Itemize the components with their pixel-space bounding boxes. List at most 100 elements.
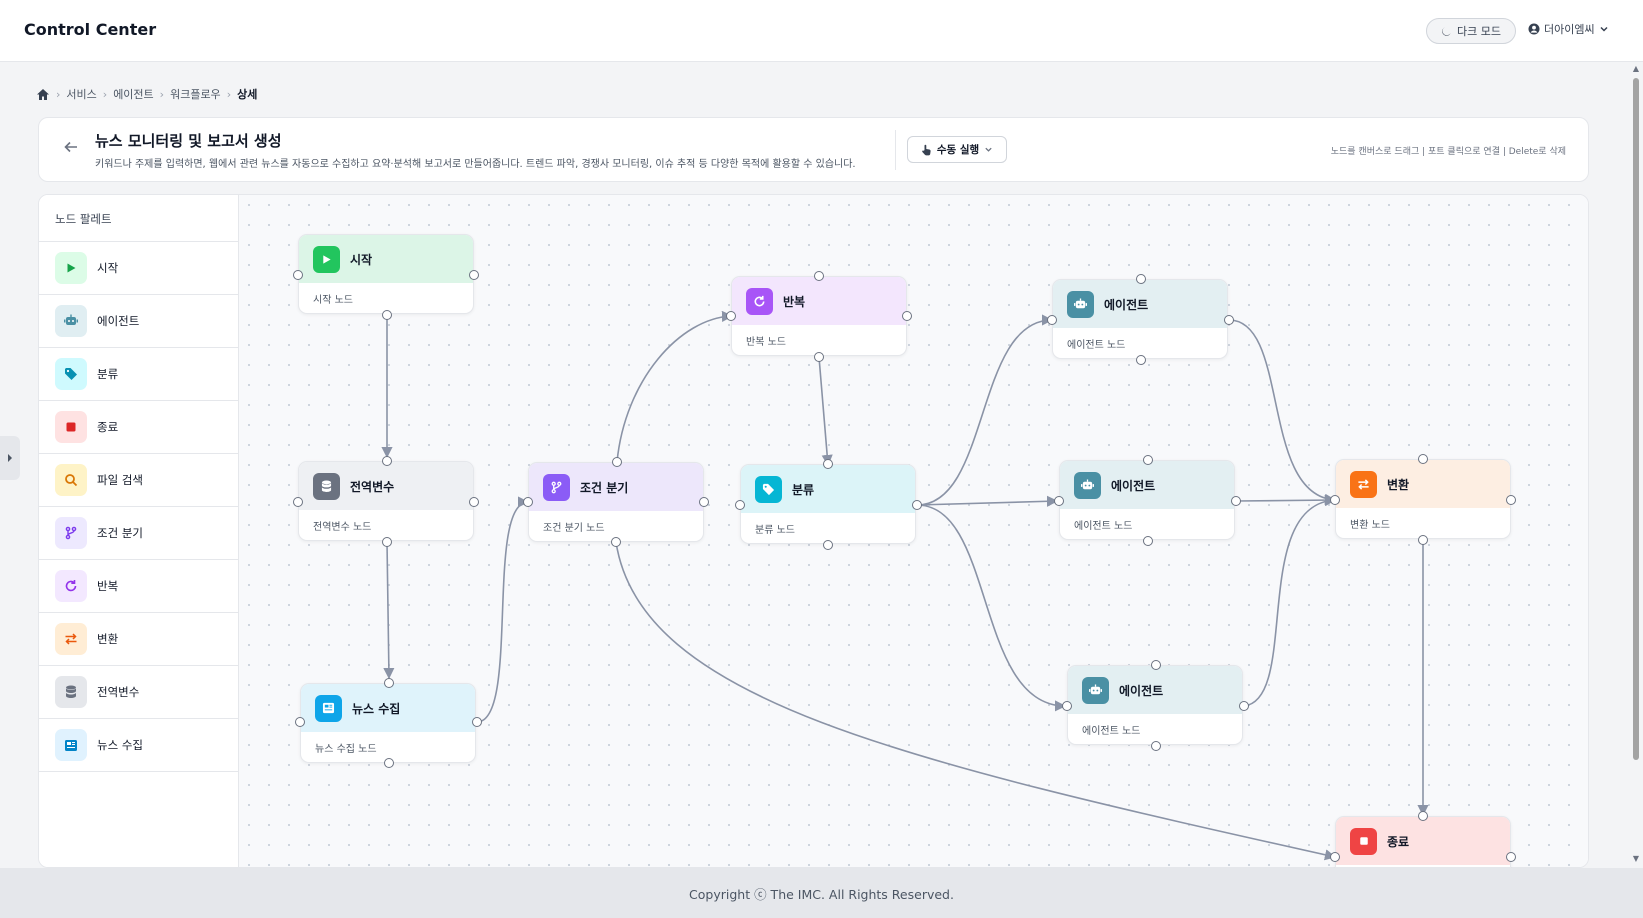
node-port[interactable] (1047, 315, 1057, 325)
node-port[interactable] (1151, 660, 1161, 670)
scroll-up-icon[interactable]: ▲ (1632, 64, 1640, 73)
node-port[interactable] (726, 311, 736, 321)
node-agent-1[interactable]: 에이전트 에이전트 노드 (1052, 279, 1228, 359)
palette-item-file-search[interactable]: 파일 검색 (39, 454, 238, 507)
node-port[interactable] (612, 457, 622, 467)
scroll-down-icon[interactable]: ▼ (1632, 854, 1640, 863)
manual-run-button[interactable]: 수동 실행 (907, 136, 1007, 163)
chevron-right-icon: › (56, 87, 61, 101)
node-title: 시작 (350, 252, 373, 267)
breadcrumb-item[interactable]: 서비스 (66, 88, 97, 101)
palette-item-transform[interactable]: 변환 (39, 613, 238, 666)
swap-icon (55, 623, 87, 655)
node-port[interactable] (611, 537, 621, 547)
node-port[interactable] (382, 456, 392, 466)
robot-icon (1067, 290, 1094, 318)
node-port[interactable] (293, 270, 303, 280)
node-agent-3[interactable]: 에이전트 에이전트 노드 (1067, 665, 1243, 745)
branch-icon (55, 517, 87, 549)
node-port[interactable] (699, 497, 709, 507)
node-end[interactable]: 종료 (1335, 816, 1511, 868)
node-port[interactable] (1054, 496, 1064, 506)
node-port[interactable] (1418, 811, 1428, 821)
node-port[interactable] (1330, 852, 1340, 862)
node-port[interactable] (1136, 355, 1146, 365)
node-port[interactable] (1151, 741, 1161, 751)
page-scrollbar[interactable]: ▲ ▼ (1629, 62, 1643, 868)
tag-icon (55, 358, 87, 390)
scroll-thumb[interactable] (1633, 78, 1639, 760)
home-icon[interactable] (36, 88, 50, 101)
header-divider (895, 130, 896, 170)
node-port[interactable] (382, 310, 392, 320)
node-classify[interactable]: 분류 분류 노드 (740, 464, 916, 544)
node-port[interactable] (1506, 852, 1516, 862)
palette-item-agent[interactable]: 에이전트 (39, 295, 238, 348)
back-arrow-icon[interactable] (63, 139, 79, 159)
palette-item-label: 파일 검색 (97, 473, 143, 487)
node-port[interactable] (384, 758, 394, 768)
node-port[interactable] (823, 459, 833, 469)
palette-item-classify[interactable]: 분류 (39, 348, 238, 401)
database-icon (55, 676, 87, 708)
node-branch[interactable]: 조건 분기 조건 분기 노드 (528, 462, 704, 542)
breadcrumb-current: 상세 (237, 88, 258, 101)
node-title: 종료 (1387, 834, 1410, 849)
node-port[interactable] (1224, 315, 1234, 325)
node-port[interactable] (382, 537, 392, 547)
robot-icon (55, 305, 87, 337)
node-port[interactable] (1418, 535, 1428, 545)
palette-item-news[interactable]: 뉴스 수집 (39, 719, 238, 772)
node-port[interactable] (814, 352, 824, 362)
node-port[interactable] (472, 717, 482, 727)
node-port[interactable] (1330, 495, 1340, 505)
node-port[interactable] (1239, 701, 1249, 711)
palette-item-label: 뉴스 수집 (97, 738, 143, 752)
node-port[interactable] (823, 540, 833, 550)
breadcrumb-item[interactable]: 에이전트 (113, 88, 154, 101)
node-global-var[interactable]: 전역변수 전역변수 노드 (298, 461, 474, 541)
news-icon (55, 729, 87, 761)
node-transform[interactable]: 변환 변환 노드 (1335, 459, 1511, 539)
node-port[interactable] (1231, 496, 1241, 506)
palette-item-branch[interactable]: 조건 분기 (39, 507, 238, 560)
palette-item-label: 시작 (97, 261, 119, 275)
node-port[interactable] (814, 271, 824, 281)
node-port[interactable] (469, 270, 479, 280)
node-port[interactable] (1506, 495, 1516, 505)
node-port[interactable] (523, 497, 533, 507)
node-port[interactable] (902, 311, 912, 321)
node-port[interactable] (1418, 454, 1428, 464)
node-agent-2[interactable]: 에이전트 에이전트 노드 (1059, 460, 1235, 540)
node-port[interactable] (1143, 455, 1153, 465)
user-name: 더아이엠씨 (1544, 23, 1595, 36)
palette-item-end[interactable]: 종료 (39, 401, 238, 454)
swap-icon (1350, 470, 1377, 498)
dark-mode-label: 다크 모드 (1457, 25, 1501, 38)
node-loop[interactable]: 반복 반복 노드 (731, 276, 907, 356)
news-icon (315, 694, 342, 722)
node-news[interactable]: 뉴스 수집 뉴스 수집 노드 (300, 683, 476, 763)
node-subtitle: 조건 분기 노드 (543, 523, 605, 534)
node-port[interactable] (384, 678, 394, 688)
node-title: 뉴스 수집 (352, 701, 401, 716)
node-title: 에이전트 (1111, 478, 1156, 493)
sidebar-toggle[interactable] (0, 436, 20, 480)
node-port[interactable] (1136, 274, 1146, 284)
breadcrumb-item[interactable]: 워크플로우 (170, 88, 221, 101)
dark-mode-button[interactable]: 다크 모드 (1426, 18, 1516, 44)
node-port[interactable] (1143, 536, 1153, 546)
node-port[interactable] (295, 717, 305, 727)
node-port[interactable] (735, 500, 745, 510)
node-start[interactable]: 시작 시작 노드 (298, 234, 474, 314)
node-port[interactable] (293, 497, 303, 507)
node-port[interactable] (469, 497, 479, 507)
palette-item-global-var[interactable]: 전역변수 (39, 666, 238, 719)
workflow-header: 뉴스 모니터링 및 보고서 생성 키워드나 주제를 입력하면, 웹에서 관련 뉴… (38, 117, 1589, 182)
user-menu[interactable]: 더아이엠씨 (1528, 21, 1609, 37)
palette-item-loop[interactable]: 반복 (39, 560, 238, 613)
node-port[interactable] (912, 500, 922, 510)
branch-icon (543, 473, 570, 501)
node-port[interactable] (1062, 701, 1072, 711)
palette-item-start[interactable]: 시작 (39, 242, 238, 295)
